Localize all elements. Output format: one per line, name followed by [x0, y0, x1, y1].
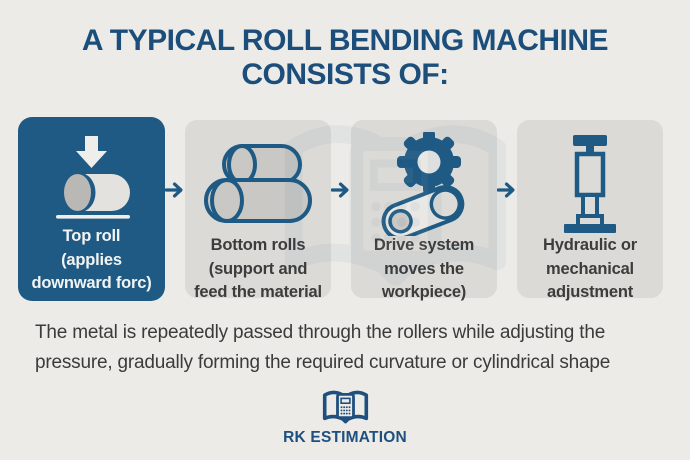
bottom-rolls-icon	[202, 134, 314, 234]
top-roll-icon	[44, 131, 140, 225]
gear-belt-icon	[372, 132, 476, 236]
step-label: Bottom rolls (support and feed the mater…	[194, 236, 322, 301]
hydraulic-jack-icon	[552, 134, 628, 234]
brand-footer: RK ESTIMATION	[0, 388, 690, 447]
step-label: Hydraulic or mechanical adjustment	[543, 236, 637, 301]
arrow-right-icon	[165, 179, 185, 201]
step-card-drive-system: Drive system moves the workpiece)	[351, 120, 497, 301]
arrow-right-icon	[331, 179, 351, 201]
description-text: The metal is repeatedly passed through t…	[35, 322, 611, 373]
book-calculator-icon	[322, 390, 368, 424]
step-card-bottom-rolls: Bottom rolls (support and feed the mater…	[185, 120, 331, 301]
step-card-adjustment: Hydraulic or mechanical adjustment	[517, 120, 663, 301]
steps-row: Top roll (applies downward forc) Botto	[18, 117, 674, 301]
step-card-top-roll: Top roll (applies downward forc)	[18, 117, 165, 301]
brand-name: RK ESTIMATION	[283, 429, 407, 446]
step-label: Top roll (applies downward forc)	[31, 227, 152, 292]
page-title: A TYPICAL ROLL BENDING MACHINE CONSISTS …	[81, 24, 609, 91]
step-label: Drive system moves the workpiece)	[373, 236, 475, 301]
arrow-right-icon	[497, 179, 517, 201]
